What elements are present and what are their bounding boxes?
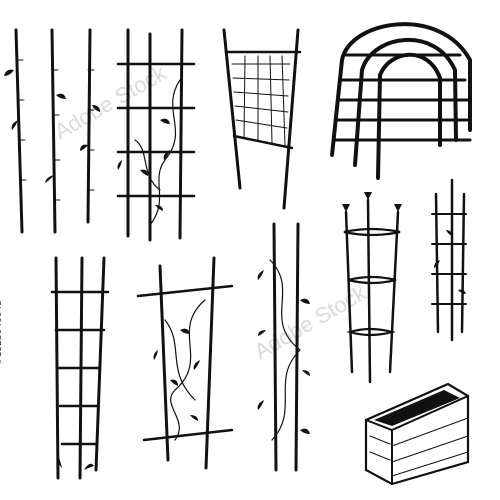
watermark-text: Adobe Stock xyxy=(50,60,171,145)
bamboo-stake-3 xyxy=(80,28,100,224)
watermark-text: Adobe Stock xyxy=(250,280,371,365)
bamboo-stake-1 xyxy=(4,28,27,234)
vine-ladder-trellis xyxy=(136,256,234,470)
wooden-planter-box xyxy=(364,382,470,486)
vine-column xyxy=(257,222,310,472)
bamboo-stake-2 xyxy=(45,28,66,234)
cage-plant-support xyxy=(431,178,467,342)
net-trellis xyxy=(222,28,302,210)
teepee-trellis xyxy=(50,256,110,480)
garden-arch xyxy=(330,22,472,180)
ladder-trellis-with-vine xyxy=(116,28,196,242)
stock-id-label: #1523040043 xyxy=(0,300,4,365)
ring-plant-support xyxy=(342,192,402,384)
